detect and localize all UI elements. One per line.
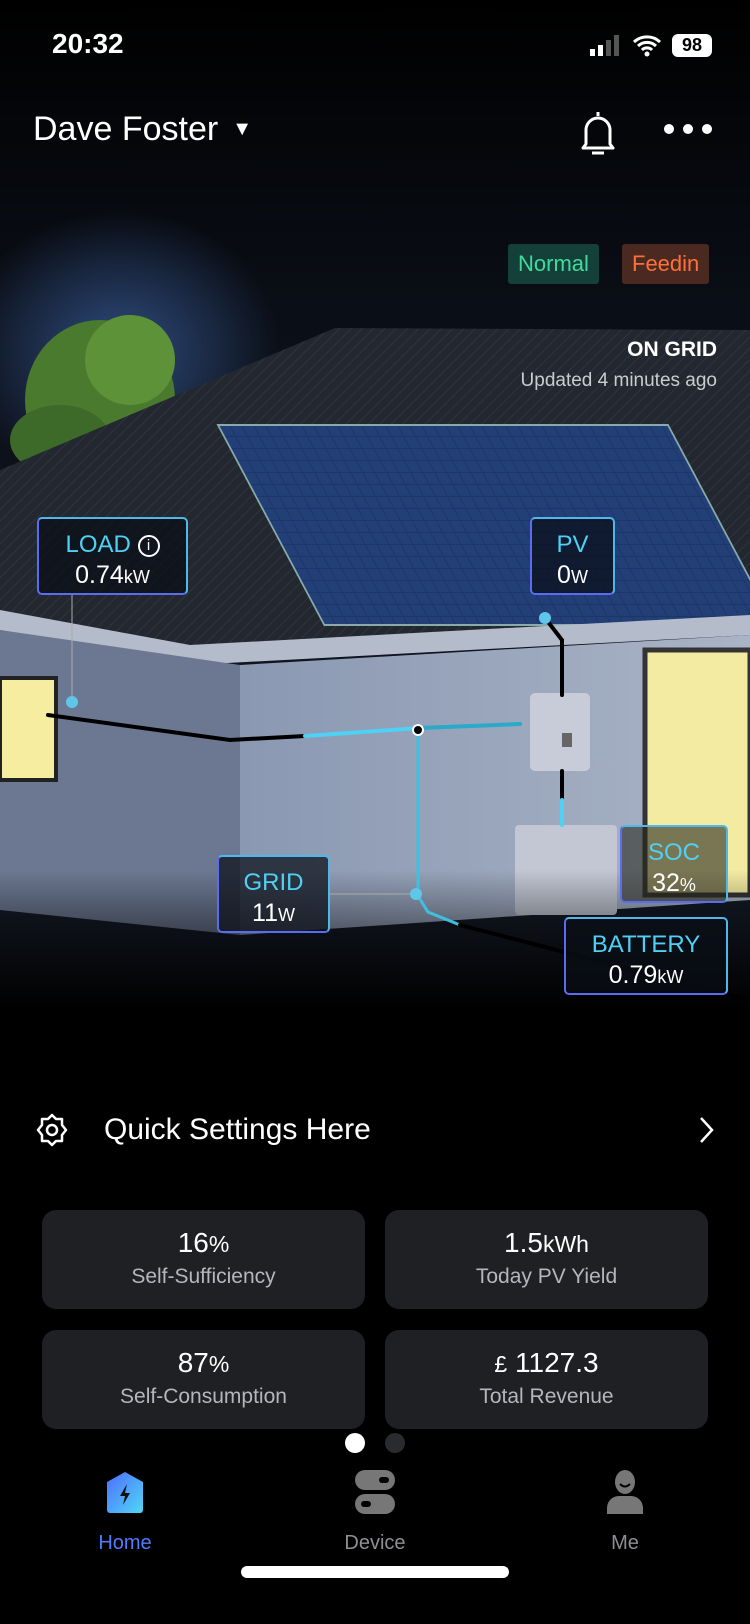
chevron-right-icon (700, 1117, 714, 1143)
quick-settings-row[interactable]: Quick Settings Here (0, 1100, 750, 1160)
person-icon (607, 1470, 643, 1514)
grid-value: 11 (252, 899, 278, 927)
user-selector[interactable]: Dave Foster ▼ (33, 110, 252, 149)
stat-label: Self-Sufficiency (131, 1265, 276, 1288)
battery-label: BATTERY (591, 931, 701, 958)
stat-label: Total Revenue (479, 1385, 614, 1408)
info-icon[interactable]: i (137, 535, 160, 557)
more-icon[interactable] (662, 122, 714, 136)
stat-card-total-revenue[interactable]: £ 1127.3 Total Revenue (385, 1330, 708, 1429)
tab-label: Device (344, 1532, 406, 1554)
currency-symbol: £ (494, 1351, 508, 1377)
grid-node[interactable]: GRID 11W (217, 855, 330, 933)
tab-home[interactable]: Home (50, 1470, 200, 1555)
battery-indicator: 98 (672, 34, 712, 57)
pv-node[interactable]: PV 0W (530, 517, 615, 595)
load-value: 0.74 (75, 561, 124, 589)
load-label: LOAD (65, 531, 131, 558)
updated-time: Updated 4 minutes ago (520, 370, 717, 391)
stat-card-pv-yield[interactable]: 1.5kWh Today PV Yield (385, 1210, 708, 1309)
device-icon (355, 1470, 395, 1514)
bell-icon[interactable] (578, 108, 618, 156)
load-unit: kW (123, 567, 150, 587)
stat-label: Self-Consumption (120, 1385, 287, 1408)
home-bolt-icon (107, 1472, 143, 1513)
grid-label: GRID (243, 869, 304, 896)
stat-value: 87 (177, 1347, 209, 1378)
load-node[interactable]: LOAD i 0.74kW (37, 517, 188, 595)
soc-label: SOC (647, 839, 700, 866)
tab-label: Home (98, 1532, 152, 1554)
stat-unit: % (208, 1231, 230, 1257)
page-dot-active[interactable] (345, 1433, 365, 1453)
tab-me[interactable]: Me (550, 1470, 700, 1555)
tab-label: Me (611, 1532, 639, 1554)
stat-card-self-consumption[interactable]: 87% Self-Consumption (42, 1330, 365, 1429)
stat-unit: % (208, 1351, 230, 1377)
pv-label: PV (556, 531, 589, 558)
battery-unit: kW (657, 967, 684, 987)
status-time: 20:32 (52, 28, 124, 59)
soc-node[interactable]: SOC 32% (620, 825, 728, 903)
home-indicator (241, 1566, 509, 1578)
left-wall (0, 630, 240, 935)
inverter (530, 693, 590, 771)
stat-label: Today PV Yield (475, 1265, 618, 1288)
battery-node[interactable]: BATTERY 0.79kW (564, 917, 728, 995)
window (0, 676, 58, 782)
feedin-badge: Feedin (622, 244, 710, 284)
user-name: Dave Foster (33, 110, 219, 148)
page-dot[interactable] (385, 1433, 405, 1453)
wifi-icon (632, 35, 662, 57)
stat-value: 1.5 (504, 1227, 543, 1258)
stat-unit: kWh (542, 1231, 589, 1257)
grid-status-title: ON GRID (627, 338, 717, 361)
stat-value: 1127.3 (515, 1347, 599, 1378)
gear-icon (36, 1113, 68, 1147)
soc-unit: % (679, 875, 696, 895)
pv-value: 0 (557, 561, 571, 589)
caret-down-icon: ▼ (232, 118, 252, 140)
soc-value: 32 (652, 869, 680, 897)
stat-card-self-sufficiency[interactable]: 16% Self-Sufficiency (42, 1210, 365, 1309)
signal-icon (590, 35, 619, 56)
grid-unit: W (277, 905, 295, 925)
pv-unit: W (570, 567, 588, 587)
stat-value: 16 (177, 1227, 209, 1258)
tab-device[interactable]: Device (300, 1470, 450, 1555)
quick-settings-label: Quick Settings Here (104, 1113, 371, 1146)
normal-badge: Normal (508, 244, 599, 284)
battery-value: 0.79 (608, 961, 658, 989)
